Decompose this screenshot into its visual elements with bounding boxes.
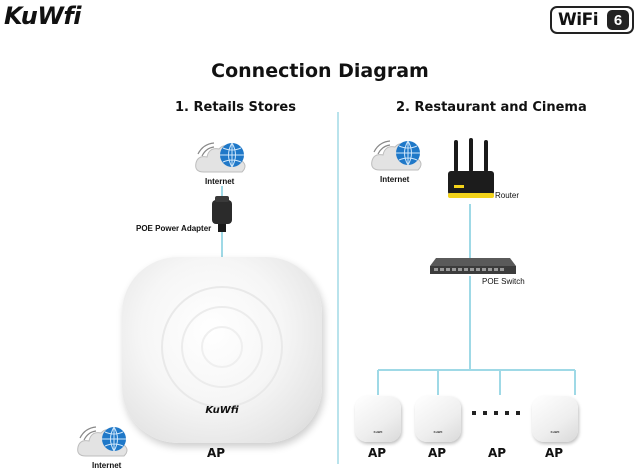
- router-icon: [448, 138, 494, 198]
- internet-cloud-bottom-icon: [77, 426, 128, 457]
- wifi6-badge: WiFi 6: [550, 6, 634, 34]
- section2-heading: 2. Restaurant and Cinema: [396, 100, 587, 115]
- kuwfi-logo: KuWfi: [4, 2, 82, 30]
- section-divider: [337, 112, 339, 464]
- internet-label: Internet: [205, 177, 235, 186]
- diagram-title: Connection Diagram: [211, 60, 429, 82]
- wifi-badge-text: WiFi: [558, 10, 599, 30]
- poe-adapter-label: POE Power Adapter: [136, 224, 212, 233]
- internet-label-2: Internet: [380, 175, 410, 184]
- router-label: Router: [495, 191, 520, 200]
- access-point-device: KuWfi: [122, 257, 322, 443]
- access-point-rings: [161, 286, 283, 408]
- ap-label-3: AP: [488, 446, 507, 460]
- ap2-brand: KuWfi: [433, 430, 443, 434]
- poe-switch-icon: [430, 258, 516, 274]
- wifi-badge-number: 6: [607, 10, 629, 30]
- internet-bottom-label: Internet: [92, 461, 122, 470]
- ap-label-4: AP: [545, 446, 564, 460]
- ap-label-2: AP: [428, 446, 447, 460]
- access-point-4: KuWfi: [532, 396, 578, 442]
- section1-heading: 1. Retails Stores: [175, 100, 296, 115]
- internet-cloud-icon: [195, 142, 246, 173]
- ap-label-1: AP: [368, 446, 387, 460]
- ap4-brand: KuWfi: [550, 430, 560, 434]
- ap-label: AP: [207, 446, 226, 460]
- internet-cloud-icon-2: [371, 140, 422, 171]
- poe-adapter-icon: [212, 196, 232, 232]
- access-point-2: KuWfi: [415, 396, 461, 442]
- access-point-1: KuWfi: [355, 396, 401, 442]
- ap1-brand: KuWfi: [373, 430, 383, 434]
- ap-brand-label: KuWfi: [205, 405, 239, 416]
- poe-switch-label: POE Switch: [482, 277, 525, 286]
- ellipsis-dots: [472, 411, 520, 415]
